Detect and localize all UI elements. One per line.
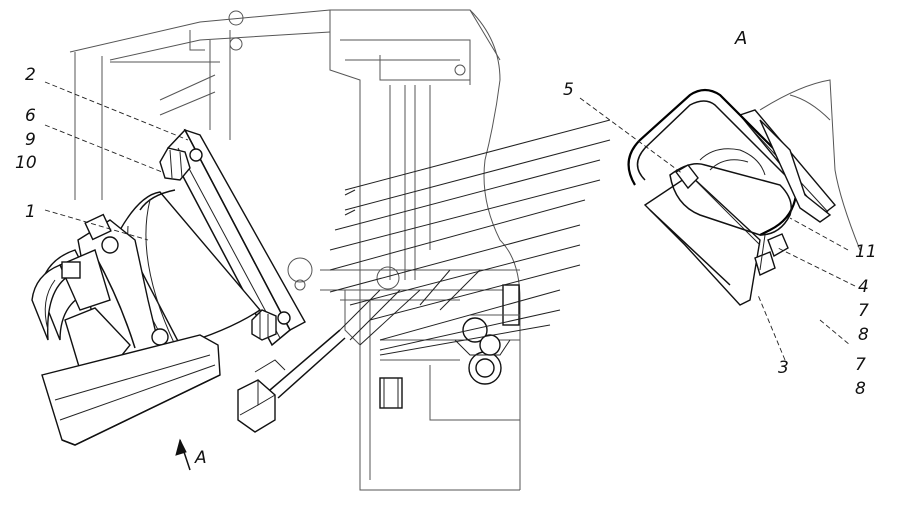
label-8-lower: 8 [855, 379, 866, 399]
label-11: 11 [855, 242, 877, 262]
label-5: 5 [563, 80, 574, 100]
nut-assembly [754, 233, 789, 276]
view-arrow-label-a: A [195, 448, 207, 468]
view-arrow-a [175, 438, 191, 471]
label-7-lower: 7 [855, 355, 866, 375]
intake-elbow [31, 128, 346, 446]
label-8-upper: 8 [858, 325, 869, 345]
leader-lines [44, 81, 856, 361]
label-6: 6 [25, 106, 36, 126]
hatched-area [329, 119, 611, 356]
label-9: 9 [25, 130, 36, 150]
view-title-a: A [735, 28, 748, 49]
label-1: 1 [25, 202, 36, 222]
label-2: 2 [25, 65, 36, 85]
frame-outline [69, 9, 521, 491]
flange-bolt-bottom [251, 309, 291, 341]
label-7-upper: 7 [858, 301, 869, 321]
flange-bolt-top [159, 147, 203, 181]
label-4: 4 [858, 277, 869, 297]
detail-view-a [627, 79, 861, 306]
sensor-plug [237, 329, 346, 433]
label-3: 3 [778, 358, 789, 378]
label-10: 10 [15, 153, 37, 173]
